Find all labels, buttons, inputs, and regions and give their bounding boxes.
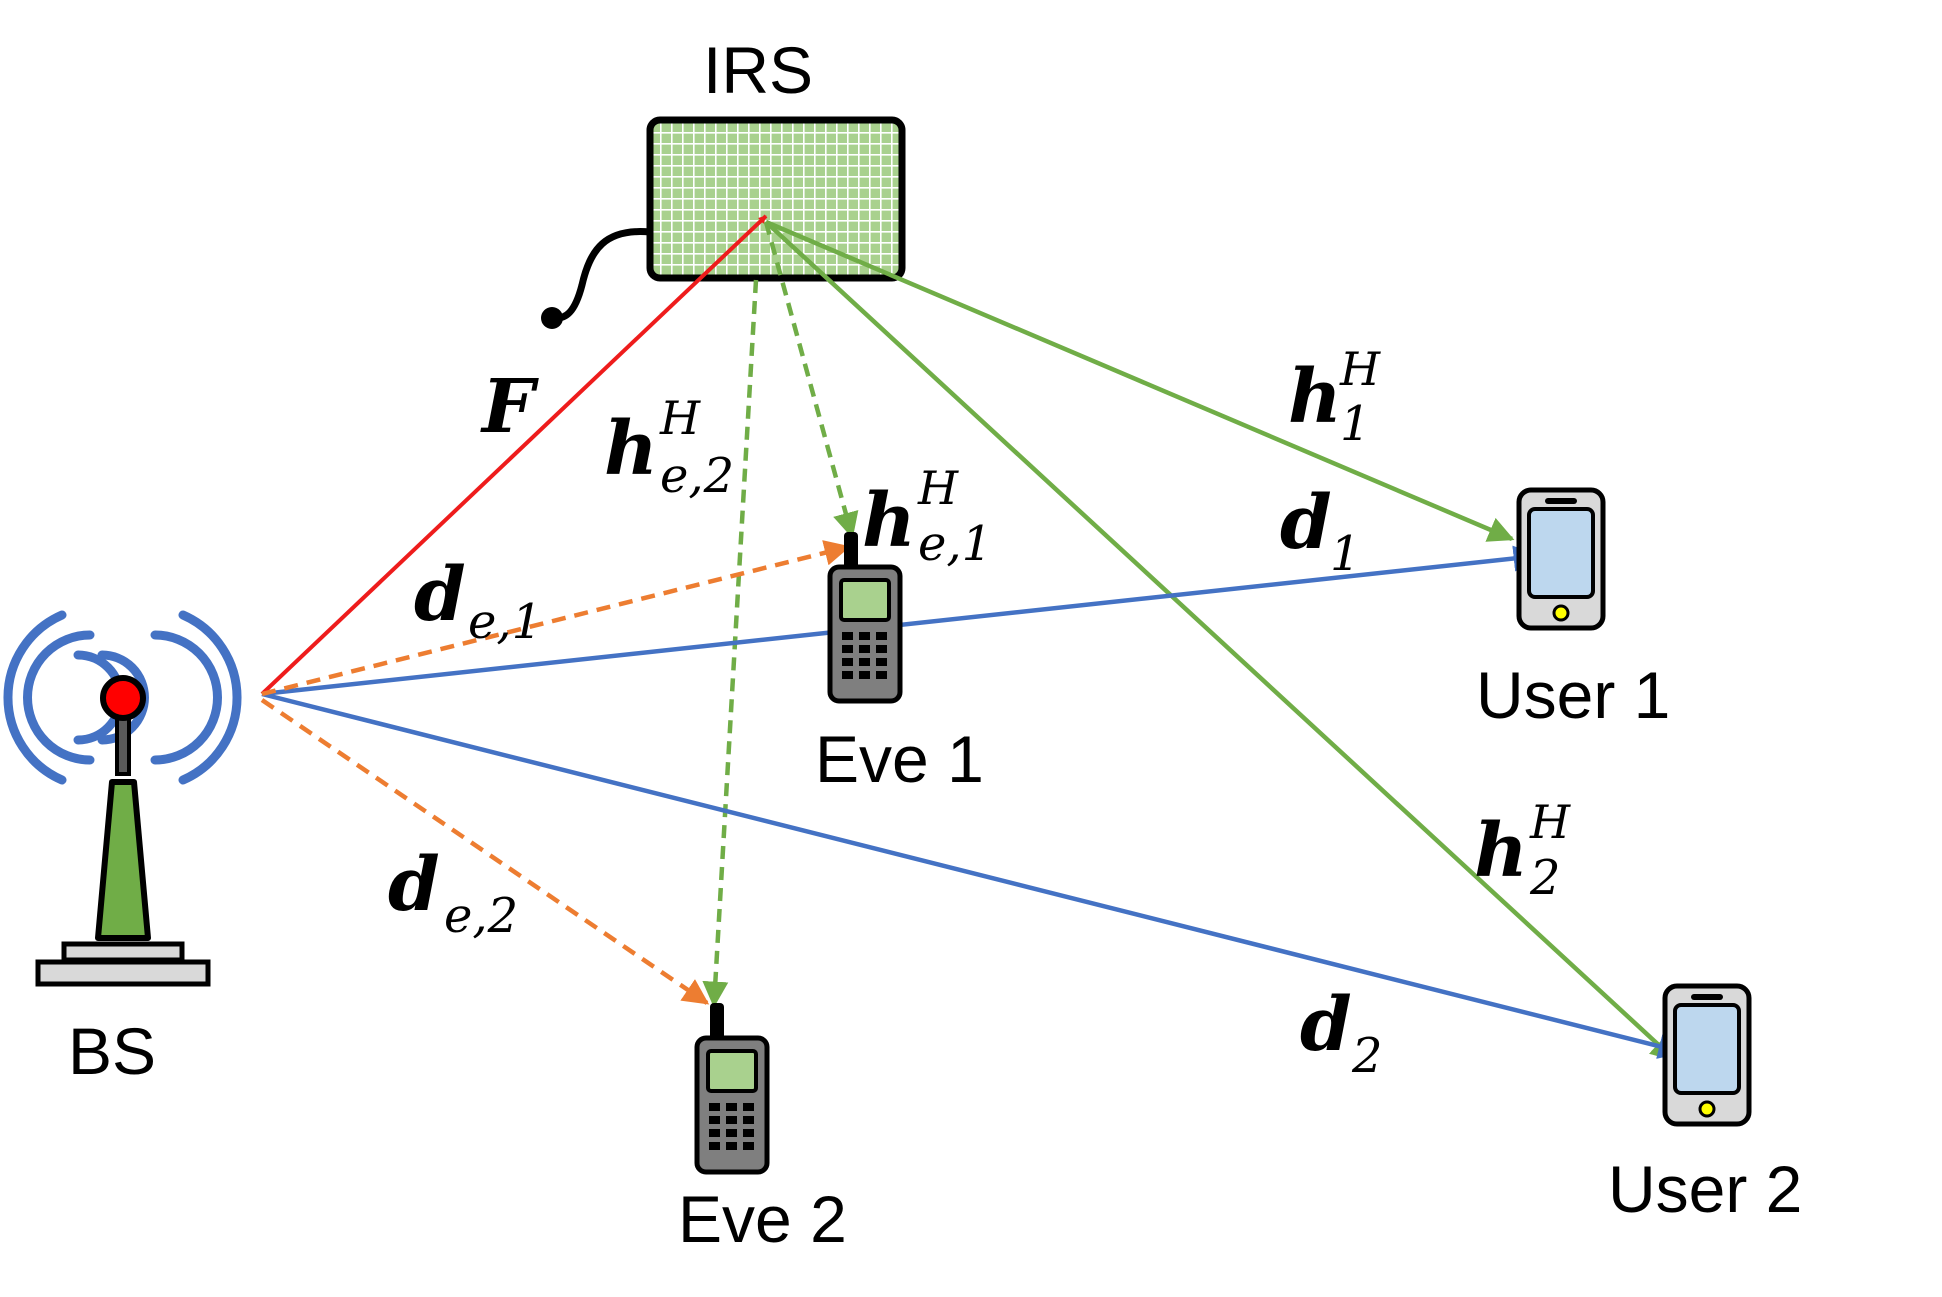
channel-label-d2: d 2 bbox=[1300, 982, 1383, 1084]
eve1-label: Eve 1 bbox=[815, 722, 984, 796]
channel-de2-main: d bbox=[388, 842, 440, 928]
channel-h2-main: h bbox=[1474, 808, 1528, 894]
channel-label-he2: h H e,2 bbox=[604, 391, 734, 504]
link-bs-eve2 bbox=[260, 698, 710, 1005]
link-irs-eve1 bbox=[763, 221, 859, 539]
channel-label-de2: d e,2 bbox=[388, 842, 518, 944]
eve2-phone-icon bbox=[694, 1003, 770, 1175]
channel-label-F: F bbox=[480, 364, 539, 450]
channel-he2-sup: H bbox=[659, 391, 701, 445]
link-bs-user2 bbox=[261, 691, 1685, 1059]
channel-he1-sub: e,1 bbox=[918, 516, 992, 572]
user2-label: User 2 bbox=[1608, 1152, 1802, 1226]
channel-de1-sub: e,1 bbox=[468, 594, 542, 650]
channel-d2-main: d bbox=[1300, 982, 1352, 1068]
channel-label-he1: h H e,1 bbox=[862, 461, 992, 572]
bs-label: BS bbox=[68, 1014, 156, 1088]
user1-label: User 1 bbox=[1476, 658, 1670, 732]
bs-tower-icon bbox=[3, 610, 242, 987]
channel-F-main: F bbox=[480, 364, 539, 450]
channel-label-h1: h H 1 bbox=[1288, 342, 1384, 452]
channel-he2-sub: e,2 bbox=[660, 448, 734, 504]
channel-he1-sup: H bbox=[917, 461, 959, 515]
channel-h2-sup: H bbox=[1529, 795, 1571, 849]
eve2-label: Eve 2 bbox=[678, 1182, 847, 1256]
user2-smartphone-icon bbox=[1662, 983, 1752, 1127]
channel-d1-main: d bbox=[1280, 480, 1332, 566]
channel-h1-sup: H bbox=[1339, 342, 1381, 396]
link-bs-irs bbox=[260, 214, 768, 696]
channel-he1-main: h bbox=[862, 478, 916, 564]
channel-d2-sub: 2 bbox=[1351, 1028, 1383, 1084]
link-bs-eve1 bbox=[261, 540, 851, 697]
channel-label-h2: h H 2 bbox=[1474, 795, 1574, 906]
channel-de2-sub: e,2 bbox=[444, 888, 518, 944]
link-irs-user1 bbox=[765, 219, 1515, 542]
channel-d1-sub: 1 bbox=[1330, 526, 1361, 582]
irs-label: IRS bbox=[703, 33, 813, 107]
channel-h1-sub: 1 bbox=[1340, 396, 1371, 452]
channel-h2-sub: 2 bbox=[1529, 850, 1561, 906]
link-irs-user2 bbox=[764, 220, 1677, 1062]
eve1-phone-icon bbox=[827, 532, 903, 704]
channel-he2-main: h bbox=[604, 406, 658, 492]
channel-h1-main: h bbox=[1288, 354, 1342, 440]
channel-label-de1: d e,1 bbox=[414, 552, 542, 650]
user1-smartphone-icon bbox=[1516, 487, 1606, 631]
channel-label-d1: d 1 bbox=[1280, 480, 1361, 582]
channel-de1-main: d bbox=[414, 552, 466, 638]
irs-panel-icon bbox=[541, 116, 906, 329]
